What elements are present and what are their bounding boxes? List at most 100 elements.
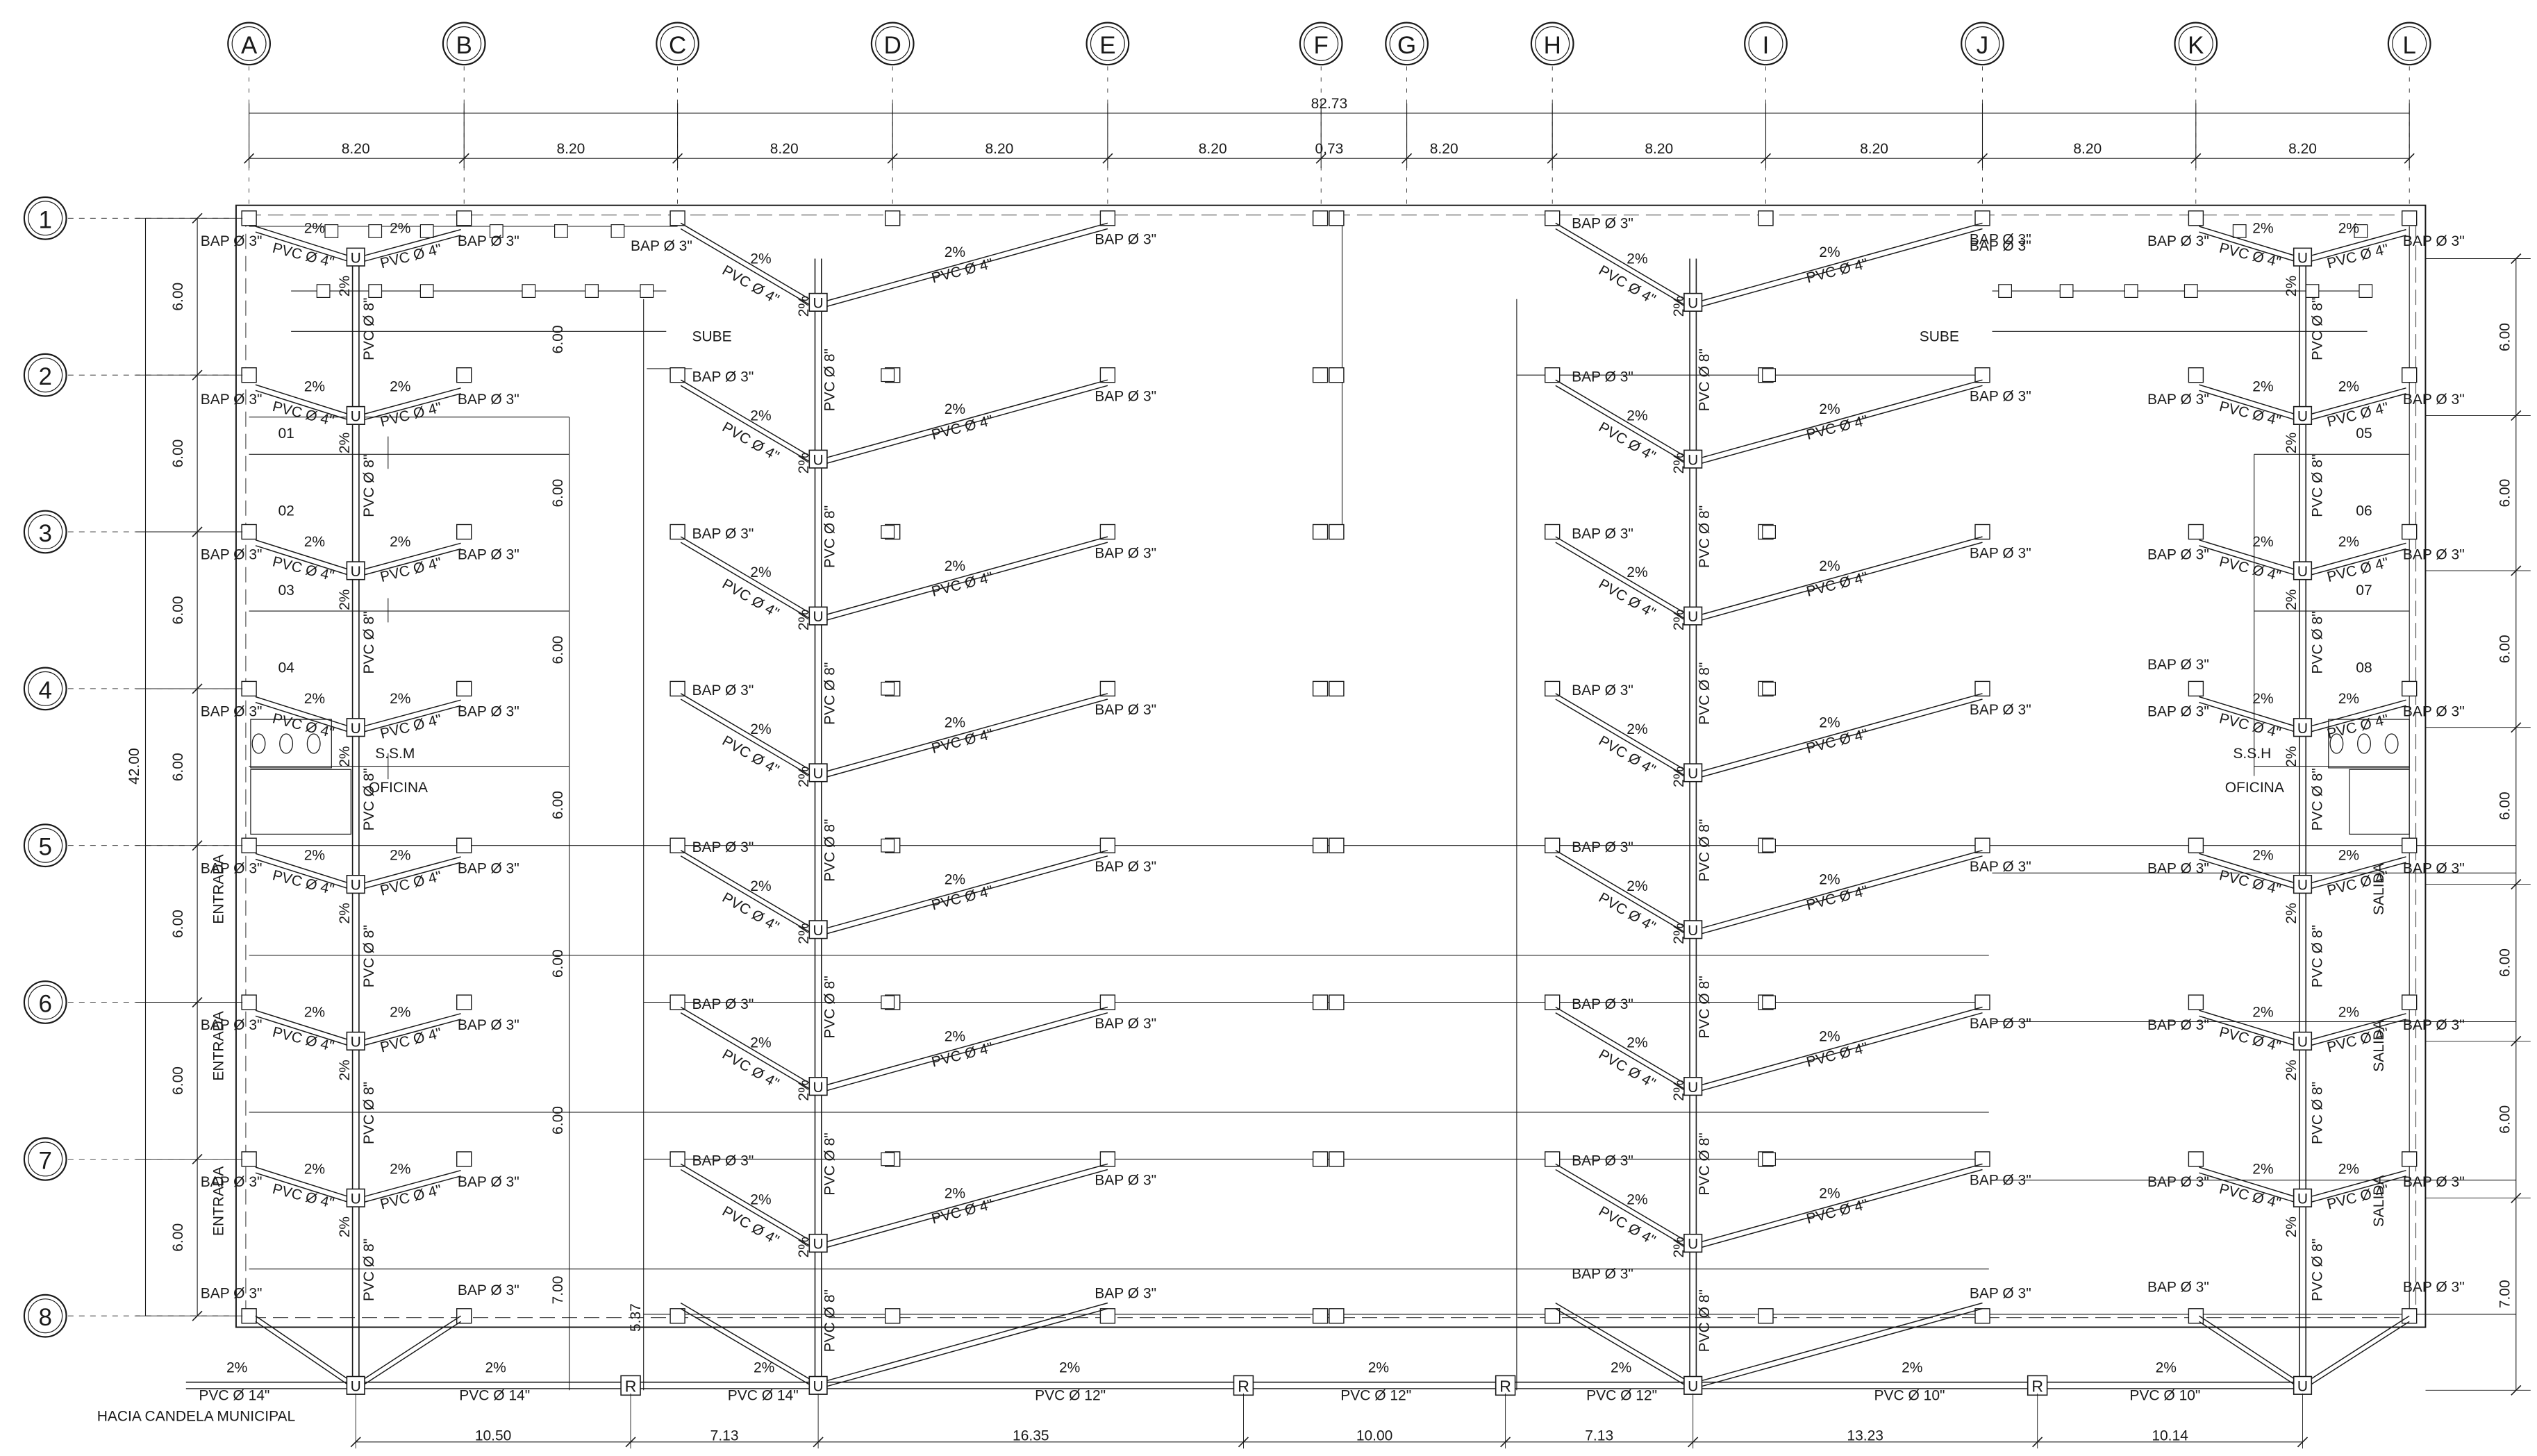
bap-label: BAP Ø 3" xyxy=(1572,215,1633,231)
column xyxy=(884,210,901,226)
bap-label: BAP Ø 3" xyxy=(458,860,519,876)
column xyxy=(669,680,685,697)
dim-bottom-span: 7.13 xyxy=(710,1428,739,1444)
slope-label: 2% xyxy=(2284,276,2299,296)
column xyxy=(241,210,257,226)
bap-label: BAP Ø 3" xyxy=(2147,547,2209,563)
bap-label: BAP Ø 3" xyxy=(458,233,519,249)
pvc-label: PVC Ø 8" xyxy=(2309,611,2325,673)
toilet-fixture xyxy=(2384,733,2399,754)
slope-label: 2% xyxy=(2252,378,2273,394)
grid-lines xyxy=(23,22,2431,1338)
column xyxy=(241,837,257,853)
axis-label-4: 4 xyxy=(38,677,51,704)
column xyxy=(1099,367,1116,383)
bap-label: BAP Ø 3" xyxy=(201,703,263,719)
axis-label-8: 8 xyxy=(38,1304,51,1331)
manhole xyxy=(346,875,365,894)
branch-pipe xyxy=(358,542,461,571)
branch-pipe xyxy=(821,693,1108,773)
dim-inner: 5.37 xyxy=(628,1303,644,1332)
axis-bubble-j xyxy=(1961,22,2004,66)
bap-label: BAP Ø 3" xyxy=(692,1153,754,1169)
oficina-right-label: OFICINA xyxy=(2225,780,2284,796)
branch-pipe xyxy=(255,226,353,258)
axis-label-a: A xyxy=(241,32,258,59)
bap-label: BAP Ø 3" xyxy=(2147,860,2209,876)
pvc-label: PVC Ø 8" xyxy=(1697,662,1713,725)
branch-pipe xyxy=(680,1006,815,1087)
column xyxy=(1974,994,1990,1010)
column xyxy=(1544,1151,1561,1167)
axis-label-6: 6 xyxy=(38,991,51,1018)
slope-label: 2% xyxy=(1671,610,1687,630)
slope-label: 2% xyxy=(945,872,965,888)
toilet-fixture xyxy=(2357,733,2371,754)
column xyxy=(241,1308,257,1324)
slope-label: 2% xyxy=(390,378,410,394)
slope-label: 2% xyxy=(1819,244,1840,260)
axis-bubble-7 xyxy=(23,1137,67,1181)
slope-label: 2% xyxy=(796,1080,812,1101)
column xyxy=(2305,284,2320,298)
bap-label: BAP Ø 3" xyxy=(201,547,263,563)
manhole-label: U xyxy=(813,766,824,782)
column xyxy=(1099,210,1116,226)
column xyxy=(2188,1151,2204,1167)
slope-label: 2% xyxy=(2284,589,2299,610)
slope-label: 2% xyxy=(2338,691,2359,707)
manhole-label: U xyxy=(2297,250,2308,266)
branch-pipe xyxy=(358,1315,462,1383)
room-label: 06 xyxy=(2356,503,2372,519)
column xyxy=(1312,1308,1329,1324)
pvc-label: PVC Ø 8" xyxy=(2309,455,2325,517)
salida-label: SALIDA xyxy=(2371,1020,2387,1072)
register-label: R xyxy=(625,1378,637,1396)
manhole-label: U xyxy=(351,1379,361,1395)
column xyxy=(1329,367,1345,383)
office-right xyxy=(2349,769,2410,835)
pvc-label: PVC Ø 8" xyxy=(361,925,377,987)
manhole-label: U xyxy=(1688,1379,1698,1395)
slope-label: 2% xyxy=(2252,220,2273,236)
slope-label: 2% xyxy=(796,767,812,787)
branch-pipe xyxy=(1696,1163,1983,1244)
manhole-label: U xyxy=(351,250,361,266)
dim-span: 0.73 xyxy=(1315,141,1343,157)
branch-pipe xyxy=(1555,1302,1690,1383)
branch-pipe xyxy=(821,849,1108,930)
manhole-label: U xyxy=(351,1191,361,1207)
manhole xyxy=(2293,1188,2313,1207)
slope-label: 2% xyxy=(945,244,965,260)
bap-label: BAP Ø 3" xyxy=(1970,232,2031,248)
axis-label-f: F xyxy=(1314,32,1329,59)
branch-pipe xyxy=(2305,1315,2410,1383)
bap-label: BAP Ø 3" xyxy=(1572,1153,1633,1169)
slope-label: 2% xyxy=(226,1360,247,1376)
bap-label: BAP Ø 3" xyxy=(2403,547,2465,563)
manhole-label: U xyxy=(2297,1035,2308,1051)
dim-bottom-span: 10.14 xyxy=(2152,1428,2188,1444)
branch-pipe xyxy=(2306,699,2406,728)
manhole-label: U xyxy=(351,721,361,737)
bap-label: BAP Ø 3" xyxy=(1095,1173,1156,1189)
column xyxy=(1329,994,1345,1010)
column xyxy=(1762,681,1777,696)
slope-label: 2% xyxy=(1368,1360,1389,1376)
room-label: 03 xyxy=(278,583,294,599)
manhole-label: U xyxy=(351,1035,361,1051)
slope-label: 2% xyxy=(337,903,353,923)
branch-pipe xyxy=(821,1163,1108,1244)
bap-label: BAP Ø 3" xyxy=(1572,369,1633,385)
column xyxy=(1544,837,1561,853)
branch-pipe xyxy=(358,1013,461,1042)
slope-label: 2% xyxy=(304,534,325,550)
column xyxy=(2184,284,2198,298)
dim-inner: 6.00 xyxy=(550,949,566,978)
axis-label-i: I xyxy=(1763,32,1770,59)
column xyxy=(1544,367,1561,383)
column xyxy=(1329,1151,1345,1167)
slope-label: 2% xyxy=(1819,872,1840,888)
axis-bubble-e xyxy=(1085,22,1130,66)
toilet-fixture xyxy=(251,733,266,754)
